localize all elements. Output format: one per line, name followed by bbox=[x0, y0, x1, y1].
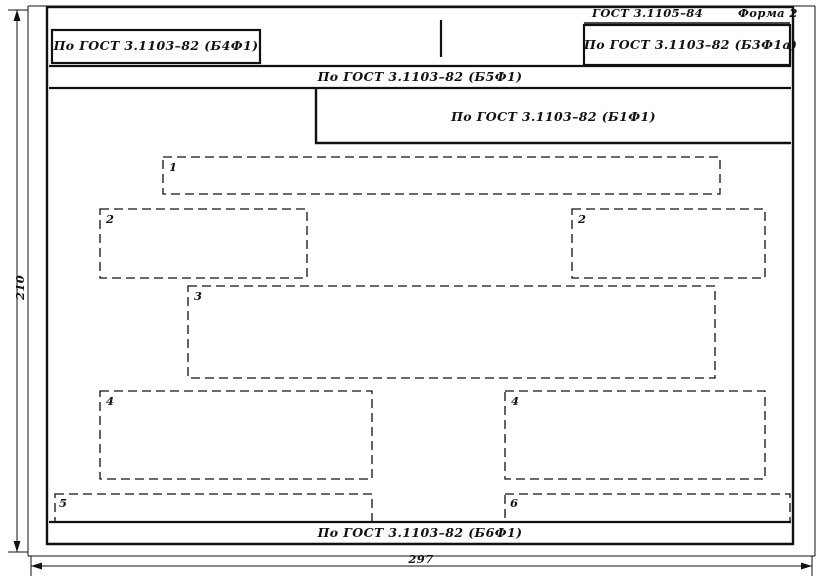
block-b3f1a-label: По ГОСТ 3.1103–82 (Б3Ф1а) bbox=[584, 37, 798, 52]
dimension-height-value: 210 bbox=[13, 274, 27, 300]
block-b4f1-box bbox=[50, 28, 262, 65]
zone-6-box bbox=[504, 493, 791, 523]
zone-4-right-number: 4 bbox=[511, 394, 520, 408]
zone-5-box bbox=[54, 493, 373, 523]
gost-standard-reference: ГОСТ 3.1105–84 bbox=[592, 6, 704, 20]
zone-4-left-box bbox=[99, 390, 373, 480]
block-b5f1-box bbox=[49, 64, 791, 90]
zone-2-left-box bbox=[99, 208, 308, 279]
block-b6f1-label: По ГОСТ 3.1103–82 (Б6Ф1) bbox=[317, 525, 523, 540]
zone-4-right-box bbox=[504, 390, 766, 480]
block-b5f1-label: По ГОСТ 3.1103–82 (Б5Ф1) bbox=[317, 69, 523, 84]
zone-4-left-number: 4 bbox=[106, 394, 115, 408]
zone-2-right-number: 2 bbox=[578, 212, 587, 226]
zone-1-number: 1 bbox=[169, 160, 178, 174]
block-b6f1-box bbox=[49, 520, 791, 546]
dimension-width-value: 297 bbox=[408, 552, 434, 566]
zone-6-number: 6 bbox=[510, 496, 519, 510]
zone-2-left-number: 2 bbox=[106, 212, 115, 226]
zone-1-box bbox=[162, 156, 721, 195]
dimension-width-297 bbox=[30, 556, 813, 576]
block-b4f1-label: По ГОСТ 3.1103–82 (Б4Ф1) bbox=[53, 38, 259, 53]
zone-2-right-box bbox=[571, 208, 766, 279]
block-b1f1-label: По ГОСТ 3.1103–82 (Б1Ф1) bbox=[451, 109, 656, 124]
block-b1f1-box bbox=[314, 88, 791, 145]
form-label: Форма 2 bbox=[738, 6, 798, 20]
zone-5-number: 5 bbox=[59, 496, 68, 510]
zone-3-box bbox=[187, 285, 716, 379]
zone-3-number: 3 bbox=[194, 289, 203, 303]
dimension-height-210 bbox=[8, 9, 28, 553]
